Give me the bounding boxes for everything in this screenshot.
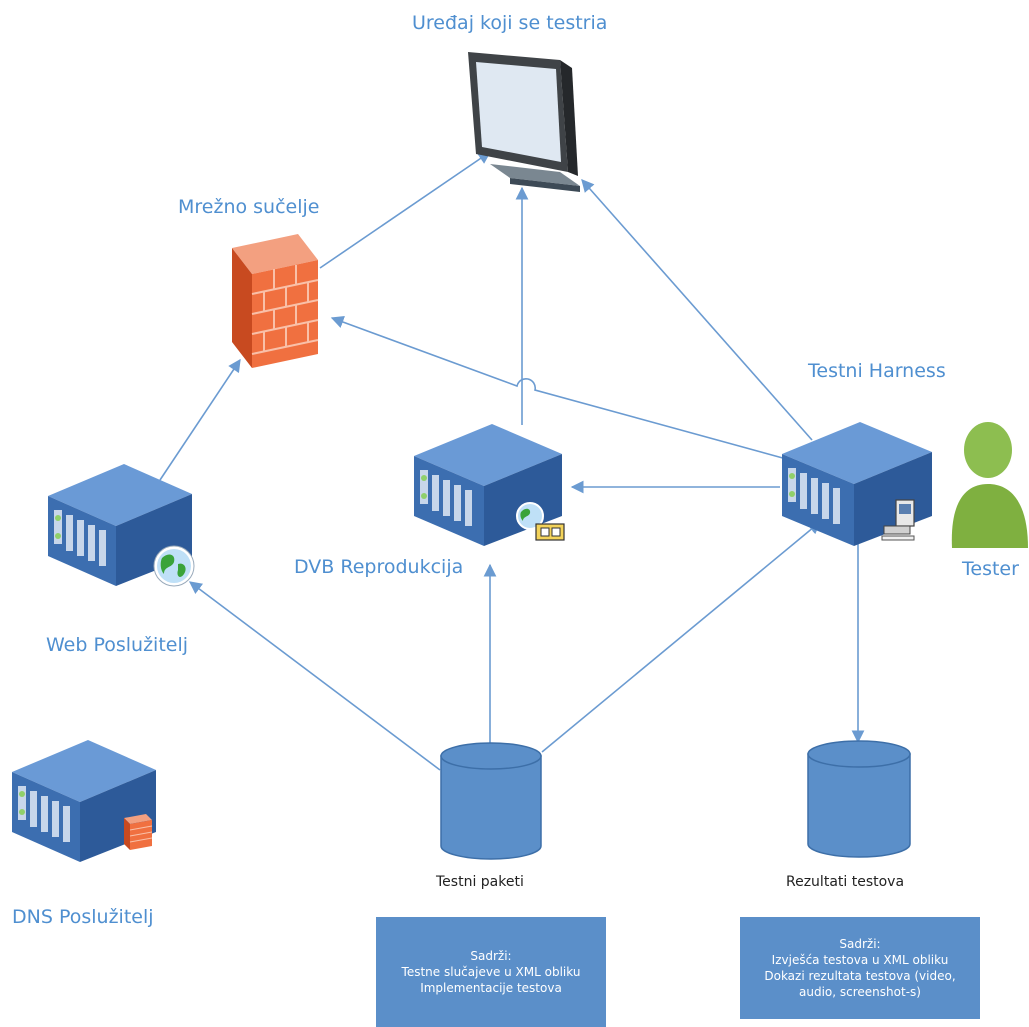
packages-box-line: Implementacije testova xyxy=(420,981,562,995)
results-box-line: Dokazi rezultata testova (video, xyxy=(764,969,956,983)
person-icon xyxy=(951,422,1028,548)
packages-box-line: Testne slučajeve u XML obliku xyxy=(401,965,581,979)
results-label: Rezultati testova xyxy=(786,874,905,890)
results-info-box: Sadrži: Izvješća testova u XML obliku Do… xyxy=(740,917,980,1019)
dvb-server-icon xyxy=(414,424,562,546)
dvb-label: DVB Reprodukcija xyxy=(294,556,464,578)
tester-label: Tester xyxy=(962,558,1019,580)
arrow-web-to-firewall xyxy=(159,358,241,481)
device-label: Uređaj koji se testria xyxy=(412,12,608,34)
web-server-label: Web Poslužitelj xyxy=(46,634,189,656)
film-globe-icon xyxy=(516,502,565,541)
harness-label: Testni Harness xyxy=(808,360,946,382)
results-box-line: Izvješća testova u XML obliku xyxy=(771,953,949,967)
packages-box-title: Sadrži: xyxy=(470,949,512,963)
dns-server-label: DNS Poslužitelj xyxy=(12,906,154,928)
computer-icon xyxy=(881,499,915,541)
arrow-harness-to-device xyxy=(581,179,813,441)
results-box-line: audio, screenshot-s) xyxy=(799,985,921,999)
results-database-icon xyxy=(807,740,911,858)
packages-info-box: Sadrži: Testne slučajeve u XML obliku Im… xyxy=(376,917,606,1027)
arrow-harness-to-firewall xyxy=(330,315,791,461)
packages-database-icon xyxy=(440,742,542,860)
web-server-icon xyxy=(48,464,192,586)
arrow-packages-to-web xyxy=(188,581,441,771)
packages-label: Testni paketi xyxy=(436,874,524,890)
firewall-small-icon xyxy=(124,814,153,850)
firewall-icon xyxy=(232,234,319,368)
globe-icon xyxy=(153,545,195,587)
network-interface-label: Mrežno sučelje xyxy=(178,196,320,218)
arrow-firewall-to-device xyxy=(319,151,492,269)
results-box-title: Sadrži: xyxy=(839,937,881,951)
monitor-icon xyxy=(468,52,580,192)
arrow-packages-to-harness xyxy=(541,521,821,753)
